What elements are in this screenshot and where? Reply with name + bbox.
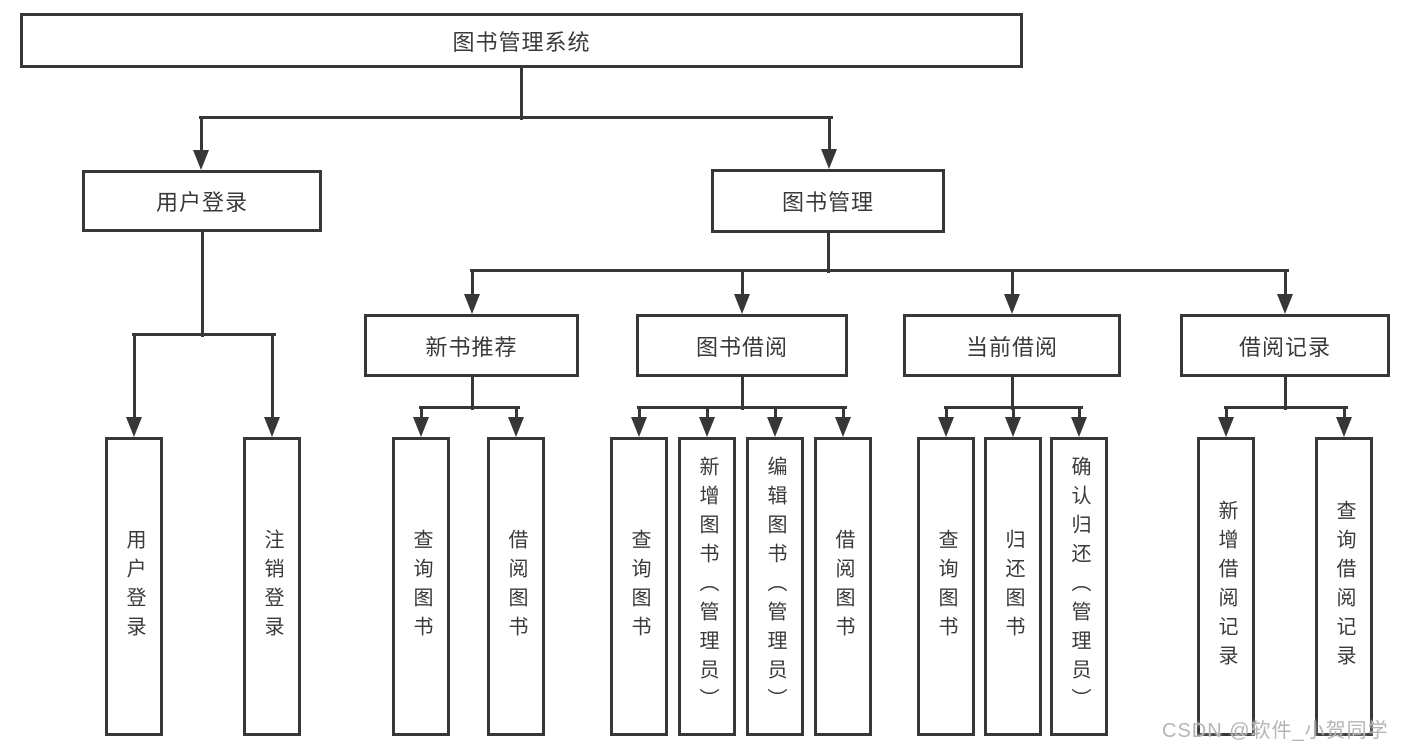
leaf-label: 借阅图书 [505, 528, 527, 645]
leaf-label: 查询图书 [410, 528, 432, 645]
connector-line [200, 231, 204, 337]
node-label: 新书推荐 [425, 334, 518, 360]
connector-line [636, 405, 847, 409]
leaf-label: 注销登录 [261, 528, 283, 645]
leaf-label: 归还图书 [1002, 528, 1024, 645]
node-label: 图书借阅 [695, 334, 788, 360]
leaf-label: 查询图书 [935, 528, 957, 645]
arrow-down-icon [1004, 294, 1020, 314]
node-label: 当前借阅 [965, 334, 1058, 360]
connector-line [1010, 377, 1014, 410]
arrow-down-icon [767, 417, 783, 437]
connector-line [1077, 407, 1081, 419]
csdn-watermark: CSDN @软件_小贺同学 [1162, 720, 1389, 742]
node-label: 借阅记录 [1238, 334, 1331, 360]
node-user-login: 用户登录 [82, 170, 322, 232]
connector-line [705, 407, 709, 419]
connector-line [270, 334, 274, 419]
leaf-label: 新增图书（管理员） [696, 456, 718, 717]
connector-line [827, 117, 831, 150]
node-label: 图书管理 [781, 190, 874, 215]
leaf-query-books-recommend: 查询图书 [392, 437, 450, 736]
arrow-down-icon [1277, 294, 1293, 314]
leaf-query-borrow-record: 查询借阅记录 [1315, 437, 1373, 736]
connector-line [519, 67, 523, 120]
leaf-confirm-return-admin: 确认归还（管理员） [1050, 437, 1108, 736]
connector-line [826, 232, 830, 273]
connector-line [740, 270, 744, 296]
arrow-down-icon [193, 150, 209, 170]
connector-line [1342, 407, 1346, 419]
arrow-down-icon [508, 417, 524, 437]
leaf-label: 用户登录 [123, 528, 145, 645]
connector-line [418, 405, 520, 409]
connector-line [131, 332, 276, 336]
leaf-label: 查询借阅记录 [1333, 499, 1355, 674]
leaf-logout: 注销登录 [243, 437, 301, 736]
connector-line [841, 407, 845, 419]
connector-line [1283, 270, 1287, 296]
arrow-down-icon [835, 417, 851, 437]
leaf-borrow-books-recommend: 借阅图书 [487, 437, 545, 736]
node-label: 用户登录 [155, 190, 248, 215]
node-borrow-records: 借阅记录 [1180, 314, 1390, 377]
connector-line [944, 407, 948, 419]
connector-line [740, 377, 744, 410]
leaf-add-books-admin: 新增图书（管理员） [678, 437, 736, 736]
arrow-down-icon [734, 294, 750, 314]
connector-line [943, 405, 1083, 409]
leaf-user-login: 用户登录 [105, 437, 163, 736]
connector-line [470, 270, 474, 296]
node-book-borrowing: 图书借阅 [636, 314, 848, 377]
connector-line [132, 334, 136, 419]
connector-line [1010, 270, 1014, 296]
node-label: 图书管理系统 [452, 29, 591, 55]
leaf-borrow-books-borrowing: 借阅图书 [814, 437, 872, 736]
leaf-query-books-borrowing: 查询图书 [610, 437, 668, 736]
arrow-down-icon [264, 417, 280, 437]
arrow-down-icon [1005, 417, 1021, 437]
leaf-label: 查询图书 [628, 528, 650, 645]
connector-line [1283, 377, 1287, 410]
leaf-label: 编辑图书（管理员） [764, 456, 786, 717]
leaf-label: 确认归还（管理员） [1068, 456, 1090, 717]
leaf-return-books: 归还图书 [984, 437, 1042, 736]
connector-line [198, 115, 833, 119]
arrow-down-icon [631, 417, 647, 437]
arrow-down-icon [413, 417, 429, 437]
arrow-down-icon [938, 417, 954, 437]
leaf-label: 新增借阅记录 [1215, 499, 1237, 674]
leaf-query-books-current: 查询图书 [917, 437, 975, 736]
leaf-add-borrow-record: 新增借阅记录 [1197, 437, 1255, 736]
node-current-borrowing: 当前借阅 [903, 314, 1121, 377]
node-new-book-recommend: 新书推荐 [364, 314, 579, 377]
node-book-management: 图书管理 [711, 169, 945, 233]
connector-line [419, 407, 423, 419]
connector-line [199, 117, 203, 151]
arrow-down-icon [1218, 417, 1234, 437]
arrow-down-icon [1071, 417, 1087, 437]
arrow-down-icon [699, 417, 715, 437]
connector-line [773, 407, 777, 419]
leaf-label: 借阅图书 [832, 528, 854, 645]
leaf-edit-books-admin: 编辑图书（管理员） [746, 437, 804, 736]
node-library-management-system: 图书管理系统 [20, 13, 1023, 68]
connector-line [637, 407, 641, 419]
connector-line [1223, 405, 1348, 409]
arrow-down-icon [126, 417, 142, 437]
connector-line [470, 377, 474, 410]
arrow-down-icon [821, 149, 837, 169]
connector-line [514, 407, 518, 419]
connector-line [1224, 407, 1228, 419]
connector-line [1011, 407, 1015, 419]
arrow-down-icon [1336, 417, 1352, 437]
connector-line [469, 268, 1289, 272]
arrow-down-icon [464, 294, 480, 314]
